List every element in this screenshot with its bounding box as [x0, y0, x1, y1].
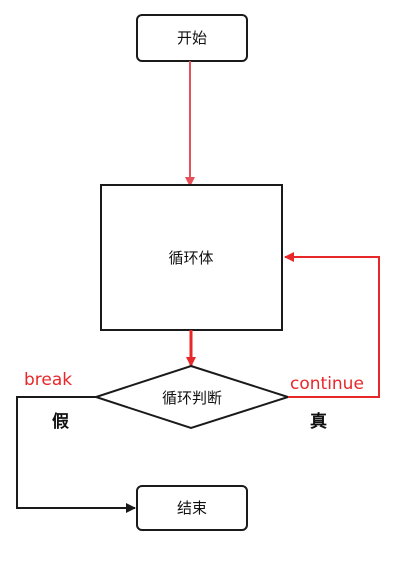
end-node-label: 结束	[177, 499, 207, 517]
condition-label: 循环判断	[162, 389, 222, 407]
start-node: 开始	[136, 14, 248, 62]
break-label: break	[24, 370, 72, 390]
arrow-continue-loop-back	[284, 252, 380, 398]
start-node-label: 开始	[177, 29, 207, 47]
false-branch-label: 假	[52, 411, 69, 432]
true-branch-label: 真	[310, 411, 327, 432]
end-node: 结束	[136, 485, 248, 531]
continue-label: continue	[290, 374, 364, 394]
loop-body-label: 循环体	[168, 249, 213, 267]
arrow-break-to-end	[16, 396, 136, 513]
loop-body-node: 循环体	[100, 184, 283, 331]
condition-node: 循环判断	[92, 364, 292, 430]
